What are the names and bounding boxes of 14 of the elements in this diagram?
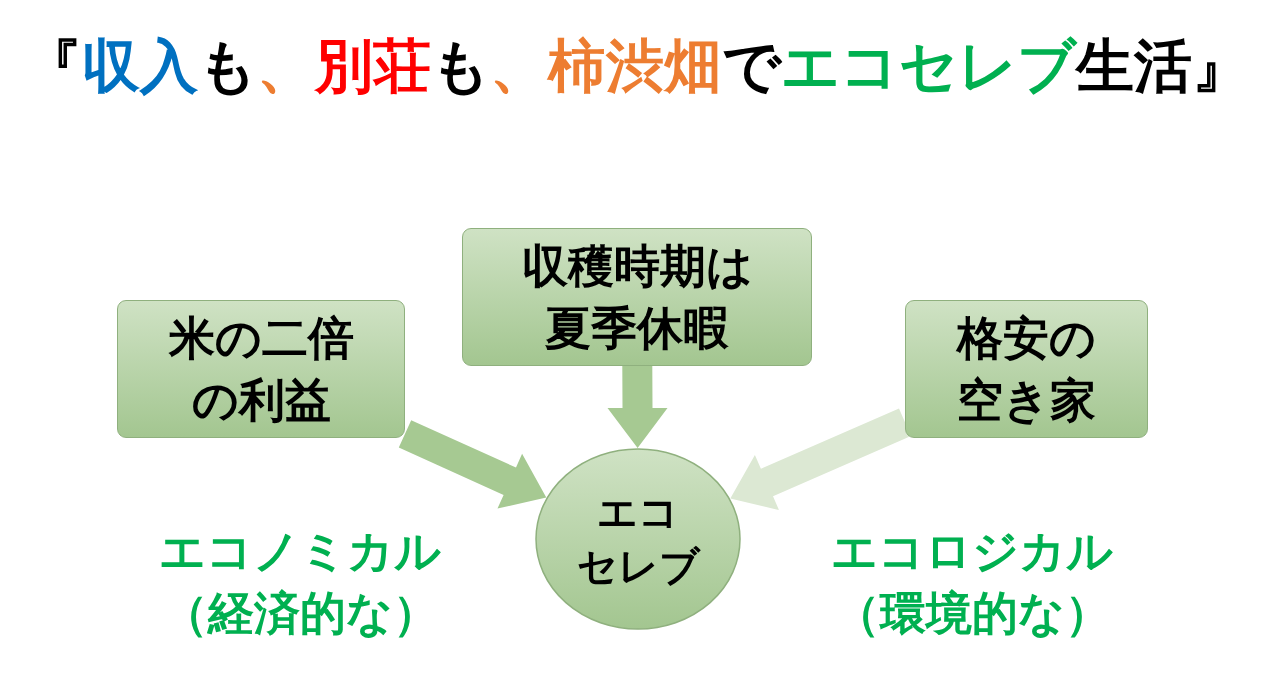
text-box	[117, 300, 405, 438]
node-text: エコセレブ	[576, 489, 700, 590]
side-label: エコノミカル（経済的な）	[158, 524, 442, 641]
text-box	[462, 228, 812, 366]
circle-node	[535, 448, 741, 630]
side-label: エコロジカル（環境的な）	[830, 524, 1114, 641]
block-arrow	[607, 365, 668, 448]
text-box	[905, 300, 1148, 438]
block-arrow	[730, 408, 911, 511]
node-text: 米の二倍の利益	[168, 311, 354, 428]
title: 『収入も、別荘も、柿渋畑でエコセレブ生活』	[23, 32, 1251, 100]
node-text: 格安の空き家	[957, 311, 1096, 428]
node-text: 収穫時期は夏季休暇	[521, 239, 753, 356]
block-arrow	[398, 420, 547, 509]
